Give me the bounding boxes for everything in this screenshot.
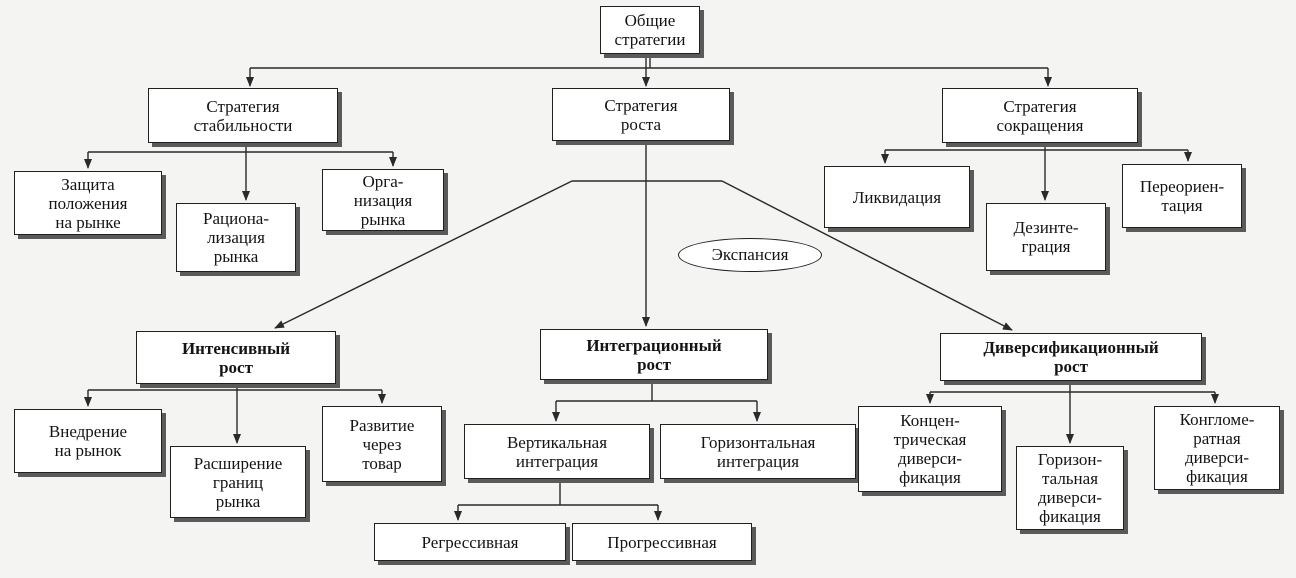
node-market-penetration: Внедрение на рынок — [14, 409, 162, 473]
node-integration-growth: Интеграционный рост — [540, 329, 768, 380]
node-vertical-integration: Вертикальная интеграция — [464, 424, 650, 479]
node-market-organization: Орга- низация рынка — [322, 169, 444, 231]
node-market-expansion: Расширение границ рынка — [170, 446, 306, 518]
node-intensive-growth: Интенсивный рост — [136, 331, 336, 384]
node-diversification-growth: Диверсификационный рост — [940, 333, 1202, 381]
node-general-strategies: Общие стратегии — [600, 6, 700, 54]
node-disintegration: Дезинте- грация — [986, 203, 1106, 271]
node-regressive: Регрессивная — [374, 523, 566, 561]
node-liquidation: Ликвидация — [824, 166, 970, 228]
node-horizontal-diversification: Горизон- тальная диверси- фикация — [1016, 446, 1124, 530]
node-market-rationalization: Рациона- лизация рынка — [176, 203, 296, 272]
node-concentric-diversification: Концен- трическая диверси- фикация — [858, 406, 1002, 492]
node-reduction-strategy: Стратегия сокращения — [942, 88, 1138, 143]
node-reorientation: Переориен- тация — [1122, 164, 1242, 228]
node-horizontal-integration: Горизонтальная интеграция — [660, 424, 856, 479]
node-product-development: Развитие через товар — [322, 406, 442, 482]
node-growth-strategy: Стратегия роста — [552, 88, 730, 141]
node-progressive: Прогрессивная — [572, 523, 752, 561]
node-conglomerate-diversification: Конгломе- ратная диверси- фикация — [1154, 406, 1280, 490]
expansion-ellipse: Экспансия — [678, 238, 822, 272]
node-stability-strategy: Стратегия стабильности — [148, 88, 338, 143]
node-market-protection: Защита положения на рынке — [14, 171, 162, 235]
